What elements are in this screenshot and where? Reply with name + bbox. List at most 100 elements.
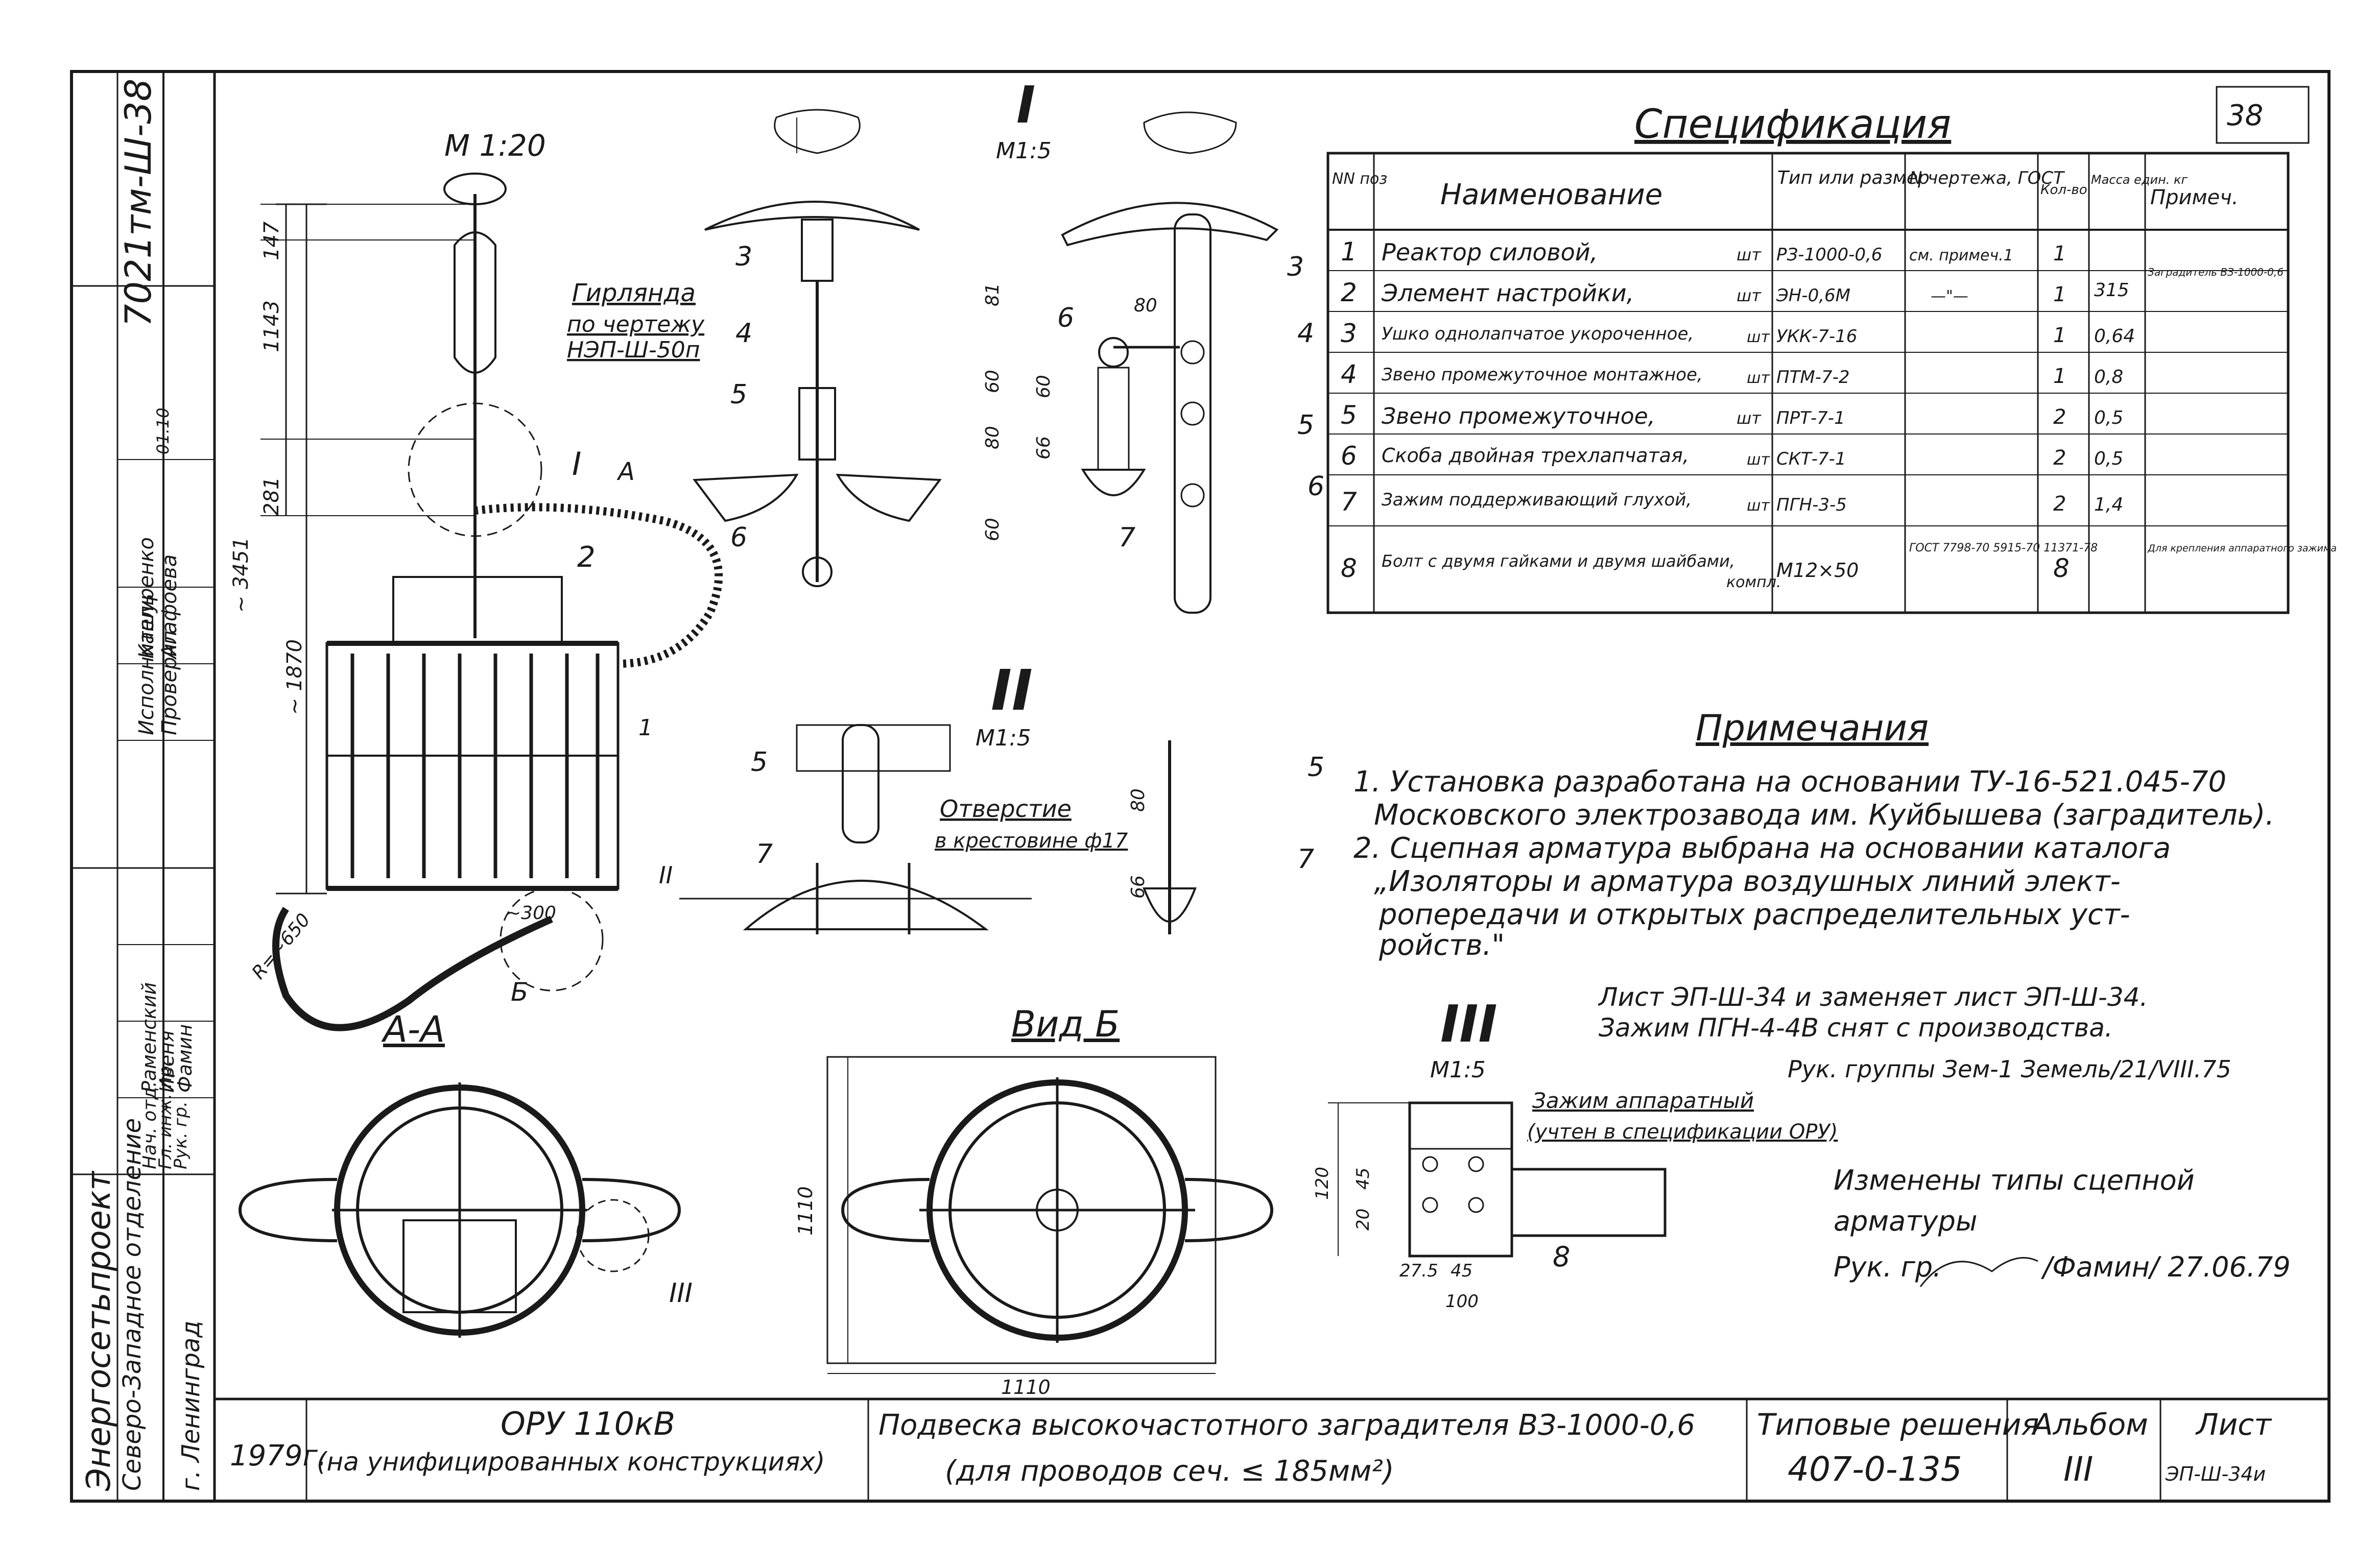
dim-1143: 1143 (260, 300, 283, 352)
dim-3451: ~ 3451 (229, 537, 253, 613)
main-scale: М 1:20 (444, 128, 546, 163)
spec-cell: 1 (2053, 242, 2066, 266)
spec-cell: 2 (2053, 405, 2066, 429)
role-1: Нач. отд. (139, 1081, 160, 1169)
spec-cell: РЗ-1000-0,6 (1776, 245, 1882, 265)
name-2: Ивеня (156, 1030, 178, 1093)
note-line-3: 2. Сцепная арматура выбрана на основании… (1353, 832, 2171, 865)
spec-cell: ПГН-3-5 (1776, 495, 1847, 515)
spec-cell: Звено промежуточное монтажное, (1382, 365, 1703, 385)
drawing-name-line1: Подвеска высокочастотного заградителя ВЗ… (878, 1409, 1695, 1442)
spec-title: Спецификация (1634, 102, 1951, 148)
revision2-line2: арматуры (1834, 1205, 1978, 1237)
album-value: III (2063, 1450, 2093, 1489)
spec-cell: 2 (2053, 492, 2066, 516)
detail-III-scale: М1:5 (1430, 1057, 1486, 1083)
spec-cell: —"— (1931, 287, 1968, 305)
role-2: Гл. инж. пр. (155, 1060, 176, 1169)
detail-I-part-3b: 3 (1287, 252, 1304, 282)
section-mark-I: I (572, 445, 581, 483)
spec-cell: 2 (1341, 278, 1357, 307)
spec-cell: шт (1747, 451, 1770, 469)
spec-row: 8 Болт с двумя гайками и двумя шайбами, … (1341, 542, 2337, 591)
spec-cell: УКК-7-16 (1776, 326, 1857, 347)
spec-cell: 8 (2053, 553, 2070, 583)
spec-cell: 1 (2053, 365, 2066, 388)
detail-I-dim-66: 66 (1033, 436, 1054, 460)
spec-cell: Элемент настройки, (1381, 279, 1634, 307)
year: 1979г. (230, 1439, 327, 1473)
series-label: Типовые решения (1757, 1407, 2039, 1442)
spec-cell: 1 (2053, 324, 2066, 347)
detail-I-dim-80b: 80 (1134, 295, 1157, 316)
detail-III-part-8: 8 (1553, 1241, 1570, 1273)
detail-III-title: III (1440, 994, 1498, 1054)
spec-table-grid (1326, 152, 2290, 614)
page-number: 38 (2227, 99, 2263, 132)
spec-cell: 4 (1341, 359, 1357, 389)
spec-cell: Болт с двумя гайками и двумя шайбами, (1382, 551, 1735, 571)
detail-III-dim-45h: 45 (1451, 1261, 1472, 1281)
detail-I-part-5a: 5 (730, 379, 747, 410)
spec-cell: шт (1737, 408, 1762, 428)
org-line3: г. Ленинград (177, 1320, 205, 1491)
note-line-5: ропередачи и открытых распределительных … (1378, 898, 2130, 931)
revision1-sign: Рук. группы Зем-1 Земель/21/VIII.75 (1788, 1055, 2231, 1083)
sheet-label: Лист (2195, 1407, 2272, 1442)
part-1-label: 1 (638, 715, 653, 741)
detail-I-dim-81: 81 (982, 283, 1003, 306)
detail-I-part-4b: 4 (1297, 318, 1314, 349)
revision2-line1: Изменены типы сцепной (1834, 1164, 2195, 1196)
detail-I-dim-60b: 60 (982, 518, 1003, 541)
detail-I-side (1061, 111, 1279, 614)
spec-cell: 0,8 (2094, 367, 2123, 388)
detail-I-dim-60a: 60 (982, 370, 1003, 393)
sheet-value: ЭП-Ш-34и (2165, 1463, 2266, 1485)
clamp-label-2: (учтен в спецификации ОРУ) (1527, 1120, 1838, 1144)
note-line-4: „Изоляторы и арматура воздушных линий эл… (1374, 865, 2121, 898)
archive-code: 7021тм-Ш-38 (117, 79, 159, 327)
detail-II-part-7a: 7 (756, 839, 773, 870)
detail-I-dim-60c: 60 (1033, 375, 1054, 398)
spec-cell: Зажим поддерживающий глухой, (1382, 490, 1692, 510)
detail-I-part-7: 7 (1119, 522, 1135, 553)
name-1: Раменский (138, 982, 160, 1093)
detail-I-part-5b: 5 (1297, 410, 1314, 441)
spec-cell: 0,64 (2094, 326, 2135, 347)
spec-cell: шт (1747, 369, 1770, 387)
spec-row: 1 Реактор силовой, шт РЗ-1000-0,6 см. пр… (1341, 237, 2066, 267)
spec-cell: М12×50 (1776, 559, 1859, 582)
view-AA-title: А-А (381, 1008, 445, 1050)
garland-ref-line2: НЭП-Ш-50п (567, 337, 700, 363)
spec-header-gost: N чертежа, ГОСТ (1909, 168, 2065, 188)
detail-III-dim-27: 27.5 (1399, 1261, 1438, 1281)
spec-cell: 2 (2053, 446, 2066, 470)
spec-cell: 1,4 (2094, 494, 2123, 515)
spec-row: 6 Скоба двойная трехлапчатая, шт СКТ-7-1… (1341, 441, 2123, 471)
album-label: Альбом (2031, 1407, 2148, 1442)
spec-cell: ЭН-0,6М (1776, 285, 1850, 306)
spec-cell: Ушко однолапчатое укороченное, (1382, 324, 1694, 344)
spec-cell: шт (1737, 286, 1762, 305)
name-4: Кашуренко (135, 537, 158, 659)
spec-header-name: Наименование (1440, 178, 1662, 211)
role-3: Рук. гр. (171, 1101, 191, 1169)
part-2-label: 2 (577, 541, 596, 574)
detail-III-dim-20: 20 (1353, 1209, 1373, 1231)
spec-cell: СКТ-7-1 (1776, 449, 1846, 469)
garland-ref-line1: по чертежу (567, 311, 705, 337)
spec-cell: ПРТ-7-1 (1776, 408, 1845, 428)
role-4: Исполнитель (135, 594, 158, 735)
detail-II-part-7b: 7 (1297, 844, 1314, 875)
spec-row: 3 Ушко однолапчатое укороченное, шт УКК-… (1341, 319, 2135, 348)
note-line-6: ройств." (1378, 929, 1505, 962)
detail-II-dim-80: 80 (1128, 788, 1149, 812)
spec-header-pos: NN поз (1332, 170, 1387, 188)
name-3: Фамин (174, 1024, 196, 1093)
spec-cell: шт (1747, 497, 1770, 515)
spec-header-type: Тип или размер (1777, 167, 1930, 188)
spec-cell: ПТМ-7-2 (1776, 367, 1849, 388)
detail-I-part-4a: 4 (735, 318, 752, 349)
spec-cell: компл. (1726, 573, 1781, 591)
